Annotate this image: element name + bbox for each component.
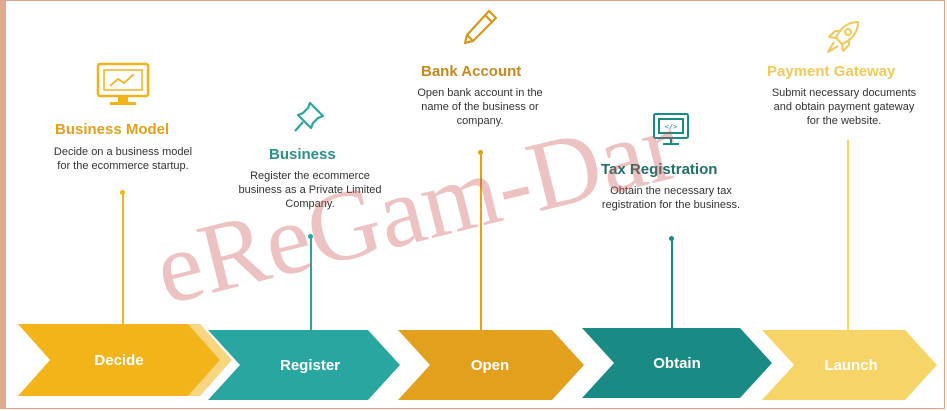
step-arrow-register: [208, 330, 400, 400]
monitor-chart-icon: [96, 62, 150, 105]
step-arrow-obtain: [582, 328, 772, 398]
step-label-obtain: Obtain: [653, 355, 701, 372]
step-title-payment-gateway: Payment Gateway: [767, 63, 896, 80]
step-desc-obtain: Obtain the necessary tax registration fo…: [601, 185, 741, 211]
connector-dot-register: [308, 234, 313, 239]
step-label-open: Open: [471, 357, 509, 374]
step-title-tax-registration: Tax Registration: [601, 161, 718, 178]
pencil-icon: [463, 9, 498, 45]
step-arrow-decide: [18, 324, 232, 396]
connector-register: [310, 236, 312, 330]
connector-decide: [122, 192, 124, 324]
connector-dot-open: [478, 150, 483, 155]
step-arrow-launch: [762, 330, 937, 400]
step-title-business-model: Business Model: [55, 121, 170, 138]
step-title-business: Business: [269, 146, 336, 163]
connector-obtain: [671, 238, 673, 328]
push-pin-icon: [294, 101, 325, 132]
step-desc-register: Register the ecommerce business as a Pri…: [238, 170, 382, 210]
svg-text:</>: </>: [665, 123, 678, 131]
connector-dot-decide: [120, 190, 125, 195]
rocket-icon: [827, 21, 859, 53]
step-arrow-open: [398, 330, 584, 400]
connector-open: [480, 152, 482, 330]
step-title-bank-account: Bank Account: [421, 63, 522, 80]
step-label-register: Register: [280, 357, 340, 374]
step-desc-decide: Decide on a business model for the ecomm…: [53, 146, 193, 172]
connector-dot-obtain: [669, 236, 674, 241]
step-desc-launch: Submit necessary documents and obtain pa…: [771, 87, 917, 127]
step-label-launch: Launch: [824, 357, 877, 374]
monitor-code-icon: </>: [653, 113, 689, 145]
step-label-decide: Decide: [94, 352, 143, 369]
step-desc-open: Open bank account in the name of the bus…: [417, 87, 543, 127]
connector-launch: [847, 140, 849, 330]
